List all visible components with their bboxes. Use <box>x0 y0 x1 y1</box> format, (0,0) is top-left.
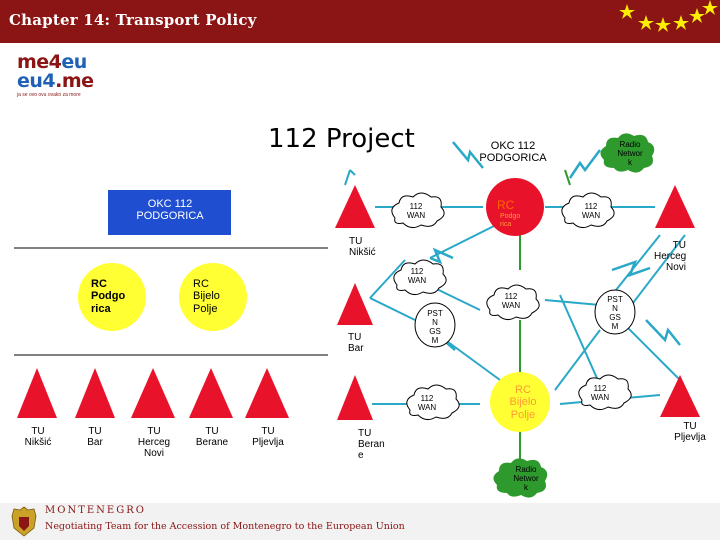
pstn-left-label: PST N GS M <box>427 309 443 345</box>
star-icon <box>689 8 705 23</box>
tu-triangle <box>75 368 115 418</box>
rc-bijelo-center-label: RC Bijelo Polje <box>509 384 537 421</box>
pstn-cloud <box>414 302 456 348</box>
wan-label: 112 WAN <box>406 202 426 220</box>
radio-cloud <box>600 133 655 173</box>
tu-triangle <box>660 375 700 417</box>
tu-herceg-right-label: TU Herceg Novi <box>654 240 687 274</box>
star-icon <box>673 15 689 30</box>
tu-niksic-mid-label: TU Nikšić <box>349 236 376 259</box>
rc-podgorica-label: RC Podgo rica <box>91 278 126 315</box>
wan-label: 112 WAN <box>581 202 601 220</box>
tu-bar-mid-label: TU Bar <box>348 332 364 355</box>
wan-cloud <box>486 284 540 321</box>
radio-cloud <box>493 458 548 498</box>
link-line <box>349 169 356 176</box>
wan-label: 112 WAN <box>407 267 427 285</box>
tu-pljevlja-right-label: TU Pljevlja <box>674 421 706 444</box>
rc-circle <box>490 372 550 432</box>
star-icon <box>638 15 654 30</box>
header-bar <box>0 0 720 43</box>
tu-row-label: TU Bar <box>87 426 103 449</box>
link-line <box>559 294 601 386</box>
rc-bijelo-left-label: RC Bijelo Polje <box>193 278 220 315</box>
link-line <box>369 297 416 321</box>
wan-cloud <box>393 259 447 296</box>
star-icon <box>702 0 718 15</box>
tu-triangle <box>245 368 289 418</box>
pstn-right-label: PST N GS M <box>607 295 623 331</box>
radio-bottom-label: Radio Networ k <box>513 465 539 492</box>
footer-country: MONTENEGRO <box>45 505 146 516</box>
link-line <box>344 169 351 186</box>
rc-top-sublabel: Podgo rica <box>500 213 521 228</box>
project-title: 112 Project <box>268 124 415 154</box>
coat-of-arms-icon <box>11 506 37 537</box>
logo-line-1: me4eu <box>17 51 87 73</box>
tu-row-label: TU Nikšić <box>24 426 52 449</box>
pstn-cloud <box>594 289 636 335</box>
wan-label: 112 WAN <box>501 292 521 310</box>
tu-triangle <box>655 185 695 228</box>
wan-cloud <box>561 192 615 229</box>
lightning-icon <box>429 247 454 265</box>
slide-title: Chapter 14: Transport Policy <box>9 11 257 29</box>
wan-label: 112 WAN <box>590 384 610 402</box>
tu-triangle <box>131 368 175 418</box>
tu-triangle <box>17 368 57 418</box>
tu-triangle <box>189 368 233 418</box>
me4eu-logo: me4eu eu4.me ja se ovo ovu ovako za more <box>17 51 107 99</box>
tu-triangle <box>337 283 373 325</box>
rc-circle <box>78 263 146 331</box>
logo-tagline: ja se ovo ovu ovako za more <box>17 92 81 98</box>
link-line <box>554 329 601 391</box>
wan-cloud <box>406 384 460 421</box>
okc-box <box>108 190 231 235</box>
tu-triangle <box>337 375 373 420</box>
okc-right-label: OKC 112 PODGORICA <box>479 140 547 165</box>
link-line <box>544 299 601 306</box>
wan-cloud <box>391 192 445 229</box>
lightning-icon <box>452 141 484 169</box>
footer-subtitle: Negotiating Team for the Accession of Mo… <box>45 521 405 532</box>
lightning-icon <box>568 149 601 179</box>
lightning-icon <box>645 319 681 346</box>
rc-circle <box>179 263 247 331</box>
radio-link-line <box>564 169 571 186</box>
wan-label: 112 WAN <box>417 394 437 412</box>
rc-circle <box>486 178 544 236</box>
tu-triangle <box>335 185 375 228</box>
tu-row-label: TU Berane <box>195 426 229 449</box>
tu-row-label: TU Herceg Novi <box>137 426 171 460</box>
rc-top-label: RC <box>497 198 515 212</box>
star-icon <box>619 4 635 19</box>
footer-bar <box>0 503 720 540</box>
radio-top-label: Radio Networ k <box>617 140 643 167</box>
logo-line-2: eu4.me <box>17 70 94 92</box>
wan-cloud <box>578 374 632 411</box>
link-line <box>619 319 681 381</box>
tu-berane-mid-label: TU Beran e <box>358 428 385 462</box>
okc-box-label: OKC 112 PODGORICA <box>136 198 204 223</box>
lightning-icon <box>611 259 651 278</box>
tu-row-label: TU Pljevlja <box>252 426 284 449</box>
link-line <box>369 259 406 299</box>
star-icon <box>655 17 671 32</box>
